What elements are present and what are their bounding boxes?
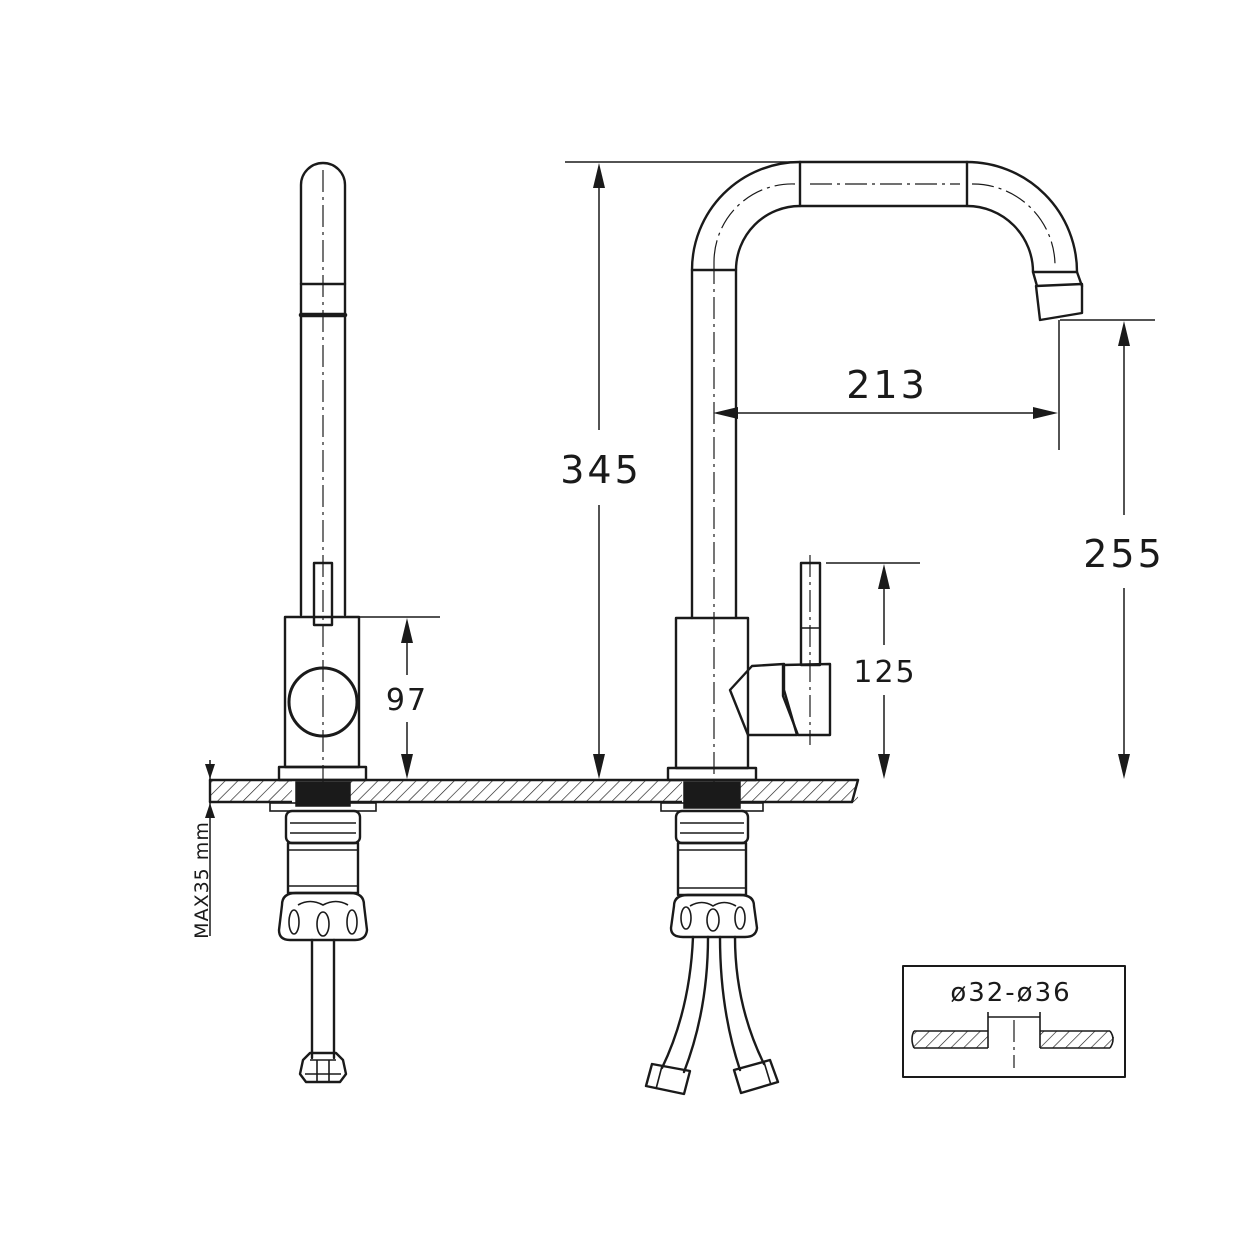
dimension-total-height: 345 [560, 161, 800, 779]
spout-height-label: 255 [1083, 532, 1165, 576]
mounting-hole-inset: ø32-ø36 [902, 965, 1126, 1078]
handle-height-label: 125 [853, 655, 916, 690]
dimension-side-body-height: 97 [359, 616, 440, 779]
max-deck-label: MAX35 mm [191, 821, 213, 939]
spout-reach-label: 213 [846, 363, 928, 407]
dimension-handle-height: 125 [826, 562, 920, 779]
side-body-height-label: 97 [386, 683, 428, 718]
faucet-front-view [644, 160, 1084, 1096]
dimension-spout-reach: 213 [713, 320, 1060, 450]
hole-diameter-label: ø32-ø36 [950, 978, 1071, 1008]
total-height-label: 345 [560, 448, 642, 492]
dimension-max-deck: MAX35 mm [191, 760, 215, 939]
dimension-spout-height: 255 [1060, 319, 1165, 779]
faucet-side-view [269, 161, 377, 1084]
